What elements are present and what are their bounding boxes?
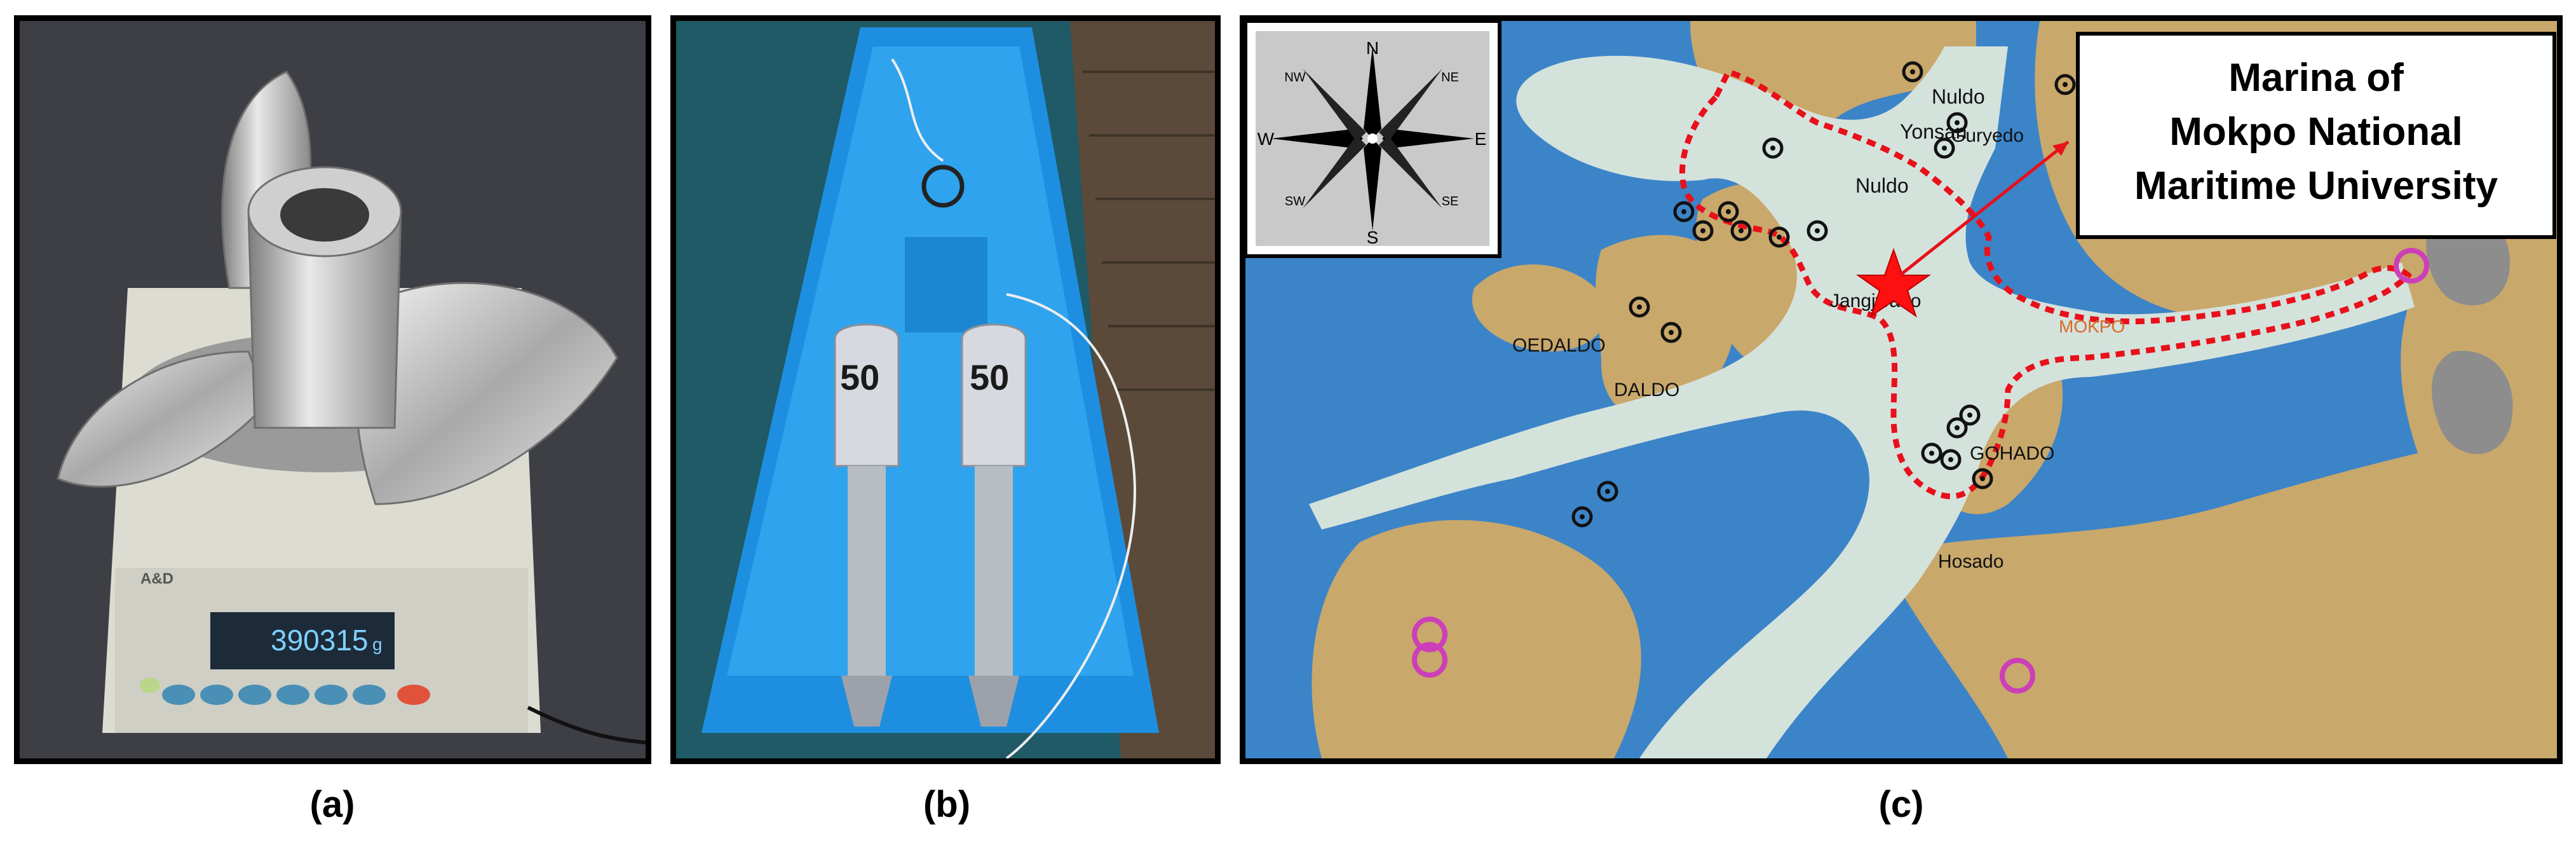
steering-wheel — [921, 165, 965, 208]
grey-island-2 — [2431, 350, 2513, 455]
scale-brand: A&D — [140, 570, 173, 587]
panel-c-nautical-chart: Yonsan Nuldo Guryedo Nuldo Jangjwado OED… — [1240, 15, 2563, 764]
compass-sw: SW — [1285, 195, 1305, 209]
callout-line-1: Marina of — [2228, 56, 2404, 100]
compass-s: S — [1367, 228, 1379, 247]
propeller-blade-left — [57, 350, 269, 488]
land-south — [1881, 428, 2557, 758]
caption-a: (a) — [309, 784, 355, 825]
magenta-markers — [1412, 248, 2429, 694]
panel-a-propeller-photo: 390315 g A&D — [14, 15, 651, 764]
land-southwest — [1312, 520, 1641, 758]
place-label-2: Nuldo — [1932, 85, 1985, 108]
scale-display — [210, 612, 395, 669]
outboard-motor-right — [961, 324, 1027, 727]
boat-console — [905, 237, 987, 332]
compass-ne: NE — [1441, 71, 1459, 85]
compass-e: E — [1475, 129, 1487, 149]
caption-c: (c) — [1878, 784, 1924, 825]
compass-n: N — [1366, 38, 1379, 58]
compass-w: W — [1257, 129, 1275, 149]
place-label-7: DALDO — [1614, 379, 1679, 400]
place-label-1: Yonsan — [1900, 120, 1967, 143]
compass-nw: NW — [1284, 71, 1305, 85]
buoy-marker-dots — [1580, 69, 2068, 519]
place-label-10: MOKPO — [2059, 317, 2125, 336]
compass-rose — [1245, 21, 1502, 258]
callout-arrow-head — [2052, 142, 2068, 156]
power-cable — [1005, 293, 1136, 758]
place-label-4: Nuldo — [1855, 174, 1909, 197]
caption-b: (b) — [923, 784, 971, 825]
propeller-bore — [280, 188, 369, 242]
scale-buttons — [140, 678, 430, 705]
rope — [891, 58, 944, 162]
scale-display-reading: 390315 — [271, 624, 369, 657]
channel-main — [1309, 46, 2415, 758]
callout-arrow-line — [1899, 140, 2070, 277]
callout-line-3: Maritime University — [2134, 164, 2498, 208]
land-daldo — [1596, 235, 1736, 422]
place-label-6: OEDALDO — [1512, 335, 1606, 356]
land-west-island — [1472, 264, 1607, 352]
boat-photo: 50 50 — [676, 21, 1215, 758]
panel-b-boat-photo: 50 50 — [670, 15, 1221, 764]
place-label-9: Hosado — [1938, 551, 2003, 572]
outboard-left-label: 50 — [840, 357, 879, 397]
compass-se: SE — [1442, 195, 1459, 209]
callout-line-2: Mokpo National — [2169, 110, 2463, 154]
place-label-3: Guryedo — [1951, 125, 2024, 146]
boat-deck — [727, 46, 1134, 676]
scale-display-unit: g — [372, 634, 383, 654]
survey-route — [1679, 68, 2413, 500]
buoy-markers — [1571, 61, 2076, 528]
marina-star-icon — [1855, 247, 1932, 318]
callout-box — [2076, 32, 2556, 239]
outboard-right-label: 50 — [970, 357, 1009, 397]
place-label-8: GOHADO — [1970, 443, 2054, 464]
scale-cable — [527, 706, 646, 744]
nautical-chart-map: Yonsan Nuldo Guryedo Nuldo Jangjwado OED… — [1245, 21, 2557, 758]
outboard-motor-left — [834, 324, 900, 727]
propeller-scale-photo: 390315 g A&D — [20, 21, 646, 758]
